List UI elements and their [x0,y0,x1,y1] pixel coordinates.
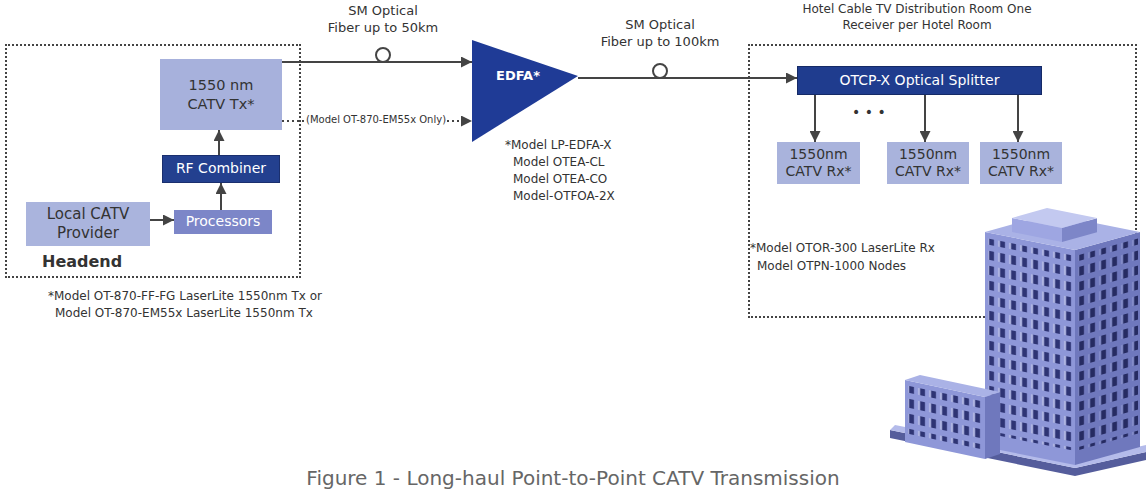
node-text: OTCP-X Optical Splitter [840,72,1000,90]
tower-right-face [1075,232,1140,465]
penthouse-roof [1012,208,1097,228]
note-label: SM Optical [303,3,463,20]
note-label: Model OTEA-CL [513,155,605,171]
node-text: 1550nm CATV Rx* [779,146,858,181]
note-label: Fiber up to 50km [303,20,463,37]
wall [1075,232,1140,465]
fiber-connector [924,95,926,142]
fiber-coil [376,48,390,62]
fiber-connector [1017,95,1019,142]
group-heading: Headend [42,252,162,273]
process-box: 1550nm CATV Rx* [980,142,1062,184]
window-grid [1078,239,1138,451]
wing-roof [905,375,1000,397]
process-box: Local CATV Provider [26,202,150,246]
process-box: 1550nm CATV Rx* [777,142,860,184]
group-box: Headend 1550 nm CATV Tx* RF CombinerLocal … [5,44,301,278]
process-box: OTCP-X Optical Splitter [797,66,1042,95]
process-box: 1550 nm CATV Tx* [160,59,282,130]
node-text: 1550nm CATV Rx* [889,146,967,181]
edge-label: (Model OT-870-EM55x Only) [305,113,447,126]
figure-caption: Figure 1 - Long-haul Point-to-Point CATV… [0,465,1146,491]
note-label: • • • [852,103,886,121]
window-grid [988,239,1073,451]
note-label: *Model OTOR-300 LaserLite Rx [750,241,935,257]
process-box: 1550nm CATV Rx* [887,142,969,184]
amplifier-triangle: EDFA* [472,40,578,142]
tower-left-face [985,232,1075,465]
wall [985,232,1075,465]
process-box: Processors [174,210,272,234]
note-label: Model OT-870-EM55x LaserLite 1550nm Tx [55,306,313,322]
triangle-outline [472,40,578,142]
note-label: Fiber up to 100km [580,34,740,51]
group-heading: Hotel Cable TV Distribution Room One Rec… [797,2,1037,33]
note-label: Model OTEA-CO [513,172,607,188]
note-label: *Model LP-EDFA-X [505,138,611,154]
fiber-connector [150,219,174,221]
fiber-coil [653,64,667,78]
fiber-connector [220,183,222,210]
node-text: RF Combiner [176,160,266,178]
note-label: SM Optical [580,17,740,34]
note-label: Model OTPN-1000 Nodes [757,259,906,275]
fiber-connector [814,95,816,142]
node-text: 1550nm CATV Rx* [982,146,1060,181]
node-text: 1550 nm CATV Tx* [178,76,264,112]
window-grid [908,386,983,450]
note-label: Model-OTFOA-2X [513,189,615,205]
triangle-shape [472,40,578,142]
node-text: Processors [186,213,261,231]
wing-right-face [985,392,1000,459]
fiber-connector [282,61,472,63]
fiber-connector [578,77,797,79]
node-text: Local CATV Provider [34,205,142,243]
node-text: EDFA* [480,68,556,85]
process-box: RF Combiner [162,155,280,183]
note-label: *Model OT-870-FF-FG LaserLite 1550nm Tx … [48,289,322,305]
fiber-connector [218,130,220,155]
